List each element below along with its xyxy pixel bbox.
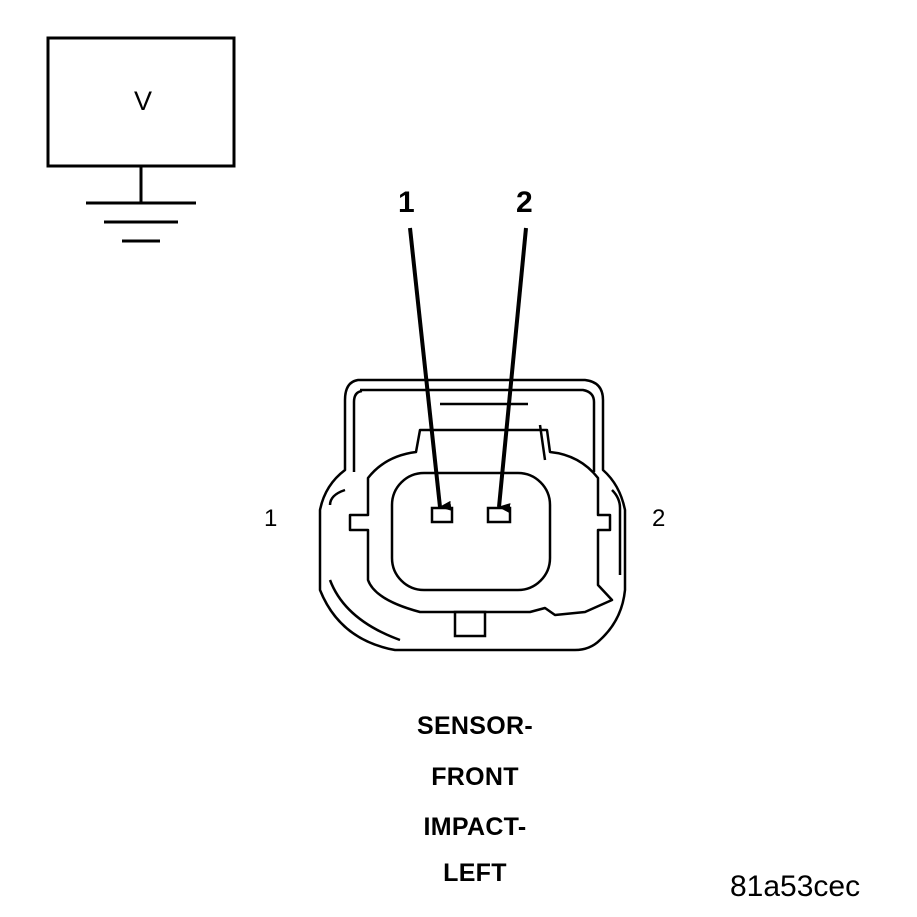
- figure-id: 81a53cec: [730, 870, 861, 903]
- pin-1-arrow: [408, 227, 452, 511]
- key-tab: [453, 610, 487, 638]
- pin-2-arrow-label: 2: [516, 186, 533, 219]
- pin-2: [486, 506, 512, 524]
- ground-icon: [86, 201, 196, 243]
- caption-line-3: IMPACT-: [423, 813, 527, 841]
- side-label-2: 2: [652, 505, 666, 532]
- pin-2-arrow: [497, 227, 528, 514]
- voltmeter-label: V: [133, 86, 152, 116]
- pin-1-arrow-label: 1: [398, 186, 415, 219]
- connector-inner-frame: [348, 428, 614, 617]
- caption-line-4: LEFT: [443, 859, 507, 887]
- pin-1: [430, 506, 454, 524]
- caption-line-1: SENSOR-: [416, 712, 533, 740]
- connector-housing: [318, 378, 627, 652]
- pin-cavity: [390, 471, 552, 592]
- voltmeter-icon: [46, 36, 236, 203]
- caption-line-2: FRONT: [431, 763, 519, 791]
- side-label-1: 1: [264, 505, 278, 532]
